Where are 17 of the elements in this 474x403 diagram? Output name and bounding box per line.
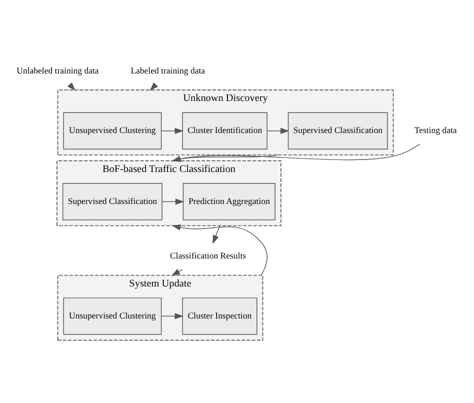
arrow <box>212 224 220 244</box>
arrow <box>172 224 268 276</box>
node-box: Prediction Aggregation <box>182 182 276 220</box>
arrow <box>161 127 184 134</box>
node-text: Labeled training data <box>130 64 206 75</box>
arrow <box>161 312 184 319</box>
arrow <box>162 198 184 204</box>
node-box: Cluster Identification <box>182 112 268 149</box>
node-text: Testing data <box>414 124 457 135</box>
node-box: Cluster Inspection <box>182 297 258 334</box>
node-text: Classification Results <box>170 250 246 260</box>
node-box: Unsupervised Clustering <box>63 112 162 149</box>
arrow <box>266 127 290 134</box>
node-box: Supervised Classification <box>288 112 388 149</box>
node-box: Supervised Classification <box>62 182 162 220</box>
node-box: Unsupervised Clustering <box>63 297 162 334</box>
node-text: Unlabeled training data <box>16 64 99 75</box>
